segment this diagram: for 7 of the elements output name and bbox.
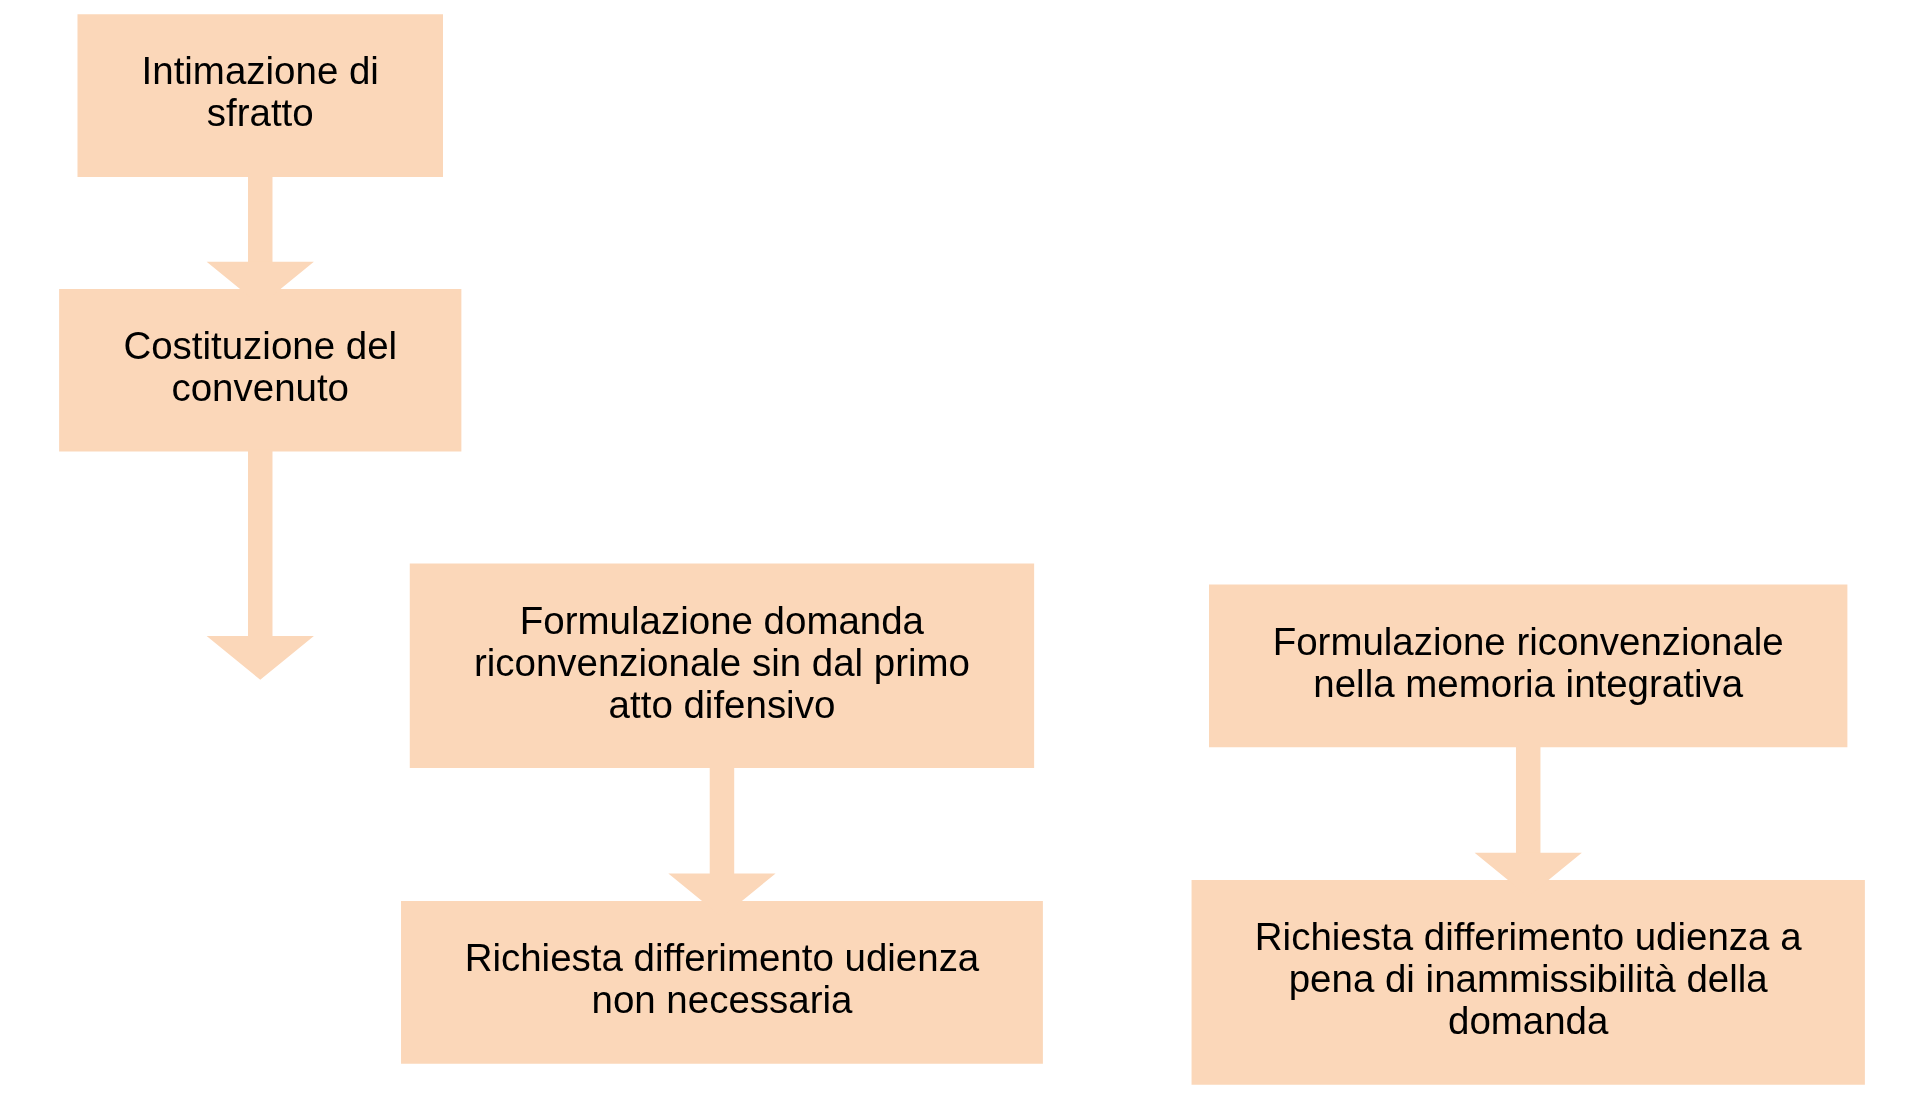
arrow bbox=[206, 451, 314, 680]
node-box: Richiesta differimento udienza a pena di inammissibilità della domanda bbox=[1191, 880, 1865, 1085]
node-box: Costituzione del convenuto bbox=[59, 288, 462, 452]
node-box: Formulazione riconvenzionale nella memoria integrativa bbox=[1209, 584, 1848, 748]
node-box: Richiesta differimento udienza non necessaria bbox=[401, 901, 1043, 1064]
node-box: Formulazione domanda riconvenzionale sin dal primo atto difensivo bbox=[409, 563, 1035, 769]
node-box: Intimazione di sfratto bbox=[77, 14, 443, 177]
